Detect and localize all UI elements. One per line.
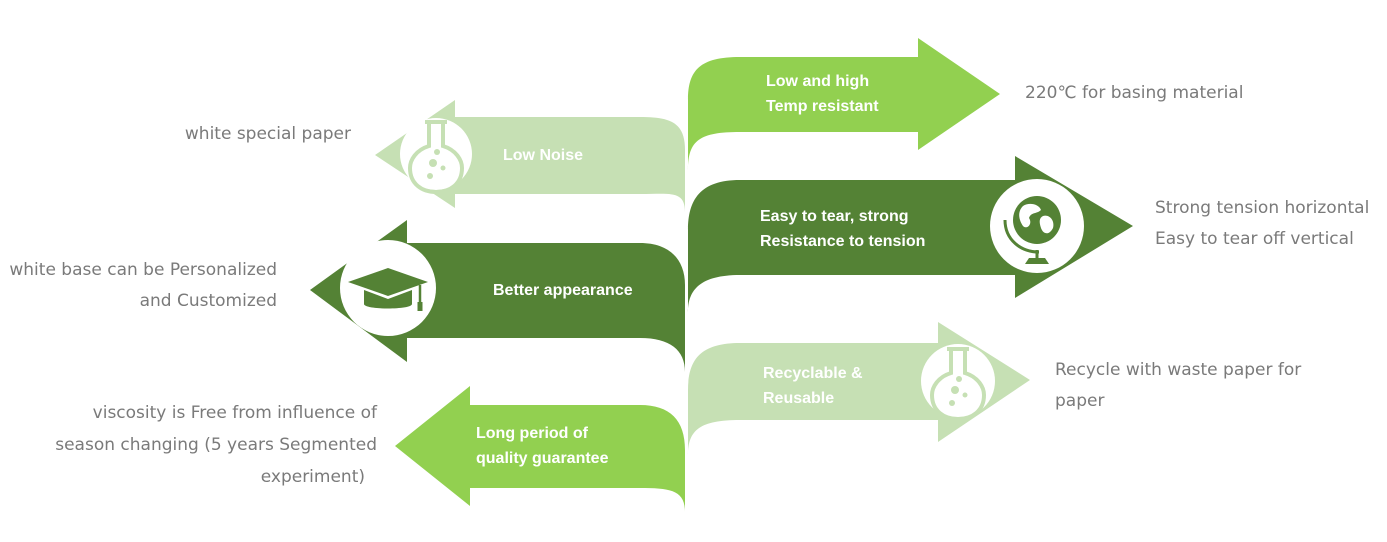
flask-icon (929, 347, 987, 422)
long-period-description-line-1: viscosity is Free from influence of (92, 403, 377, 423)
recyclable-label-line-2: Reusable (763, 390, 835, 407)
better-appearance-description-line-2: and Customized (139, 291, 277, 311)
temp-resistant-label-line-1: Low and high (766, 73, 870, 90)
temp-resistant-label-line-2: Temp resistant (766, 98, 879, 115)
long-period-label-line-2: quality guarantee (476, 450, 609, 467)
easy-to-tear-label-line-1: Easy to tear, strong (760, 208, 909, 225)
long-period-label-line-1: Long period of (476, 425, 588, 442)
globe-icon (1003, 196, 1061, 264)
recyclable-label-line-1: Recyclable & (763, 365, 863, 382)
graduation-cap-icon (348, 268, 428, 311)
low-noise-description: white special paper (184, 124, 351, 144)
low-noise-label: Low Noise (503, 147, 584, 164)
long-period-description-line-3: experiment) (260, 467, 365, 487)
easy-to-tear-label-line-2: Resistance to tension (760, 233, 926, 250)
flask-icon (407, 120, 465, 195)
temp-resistant-arrow (688, 38, 1000, 170)
better-appearance-label: Better appearance (493, 282, 633, 299)
temp-resistant-description: 220℃ for basing material (1025, 83, 1244, 103)
easy-to-tear-description-line-1: Strong tension horizontal (1155, 198, 1370, 218)
long-period-arrow (395, 386, 685, 512)
recyclable-description-line-1: Recycle with waste paper for (1055, 360, 1302, 380)
long-period-description-line-2: season changing (5 years Segmented (55, 435, 377, 455)
easy-to-tear-description-line-2: Easy to tear off vertical (1155, 229, 1354, 249)
recyclable-description-line-2: paper (1055, 391, 1105, 411)
better-appearance-description-line-1: white base can be Personalized (9, 260, 277, 280)
